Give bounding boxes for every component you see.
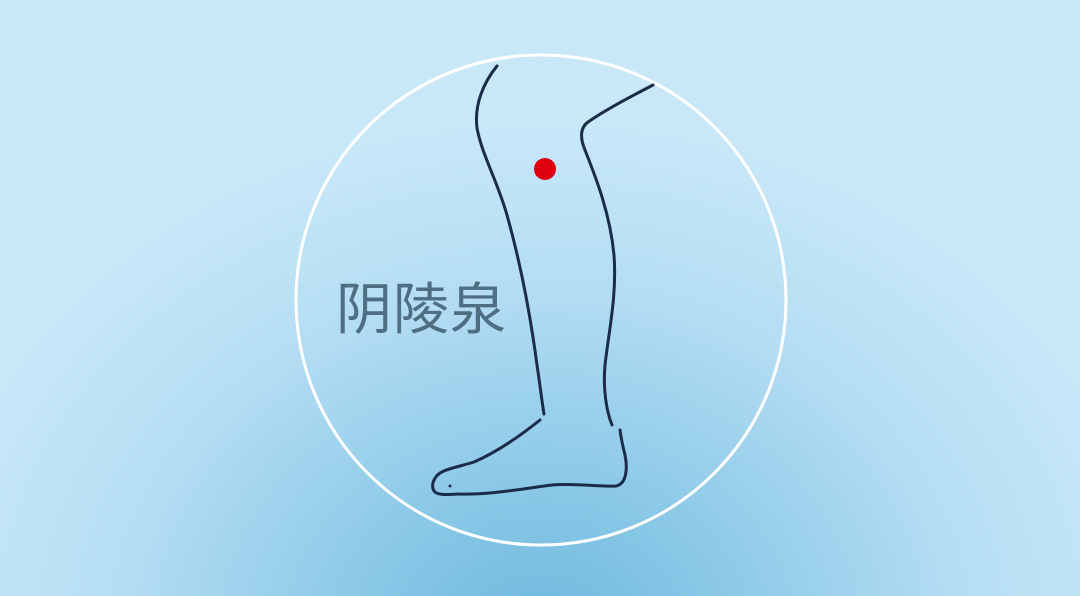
acupoint-name-label: 阴陵泉 xyxy=(336,278,507,343)
leg-outline xyxy=(431,64,655,497)
frame-circle xyxy=(294,53,788,547)
leg-back-line xyxy=(580,83,655,427)
leg-front-line xyxy=(474,64,546,416)
foot-sole-line xyxy=(456,428,628,496)
acupoint-marker xyxy=(534,158,556,180)
foot-top-line xyxy=(431,418,542,497)
toe-dot xyxy=(448,484,452,488)
